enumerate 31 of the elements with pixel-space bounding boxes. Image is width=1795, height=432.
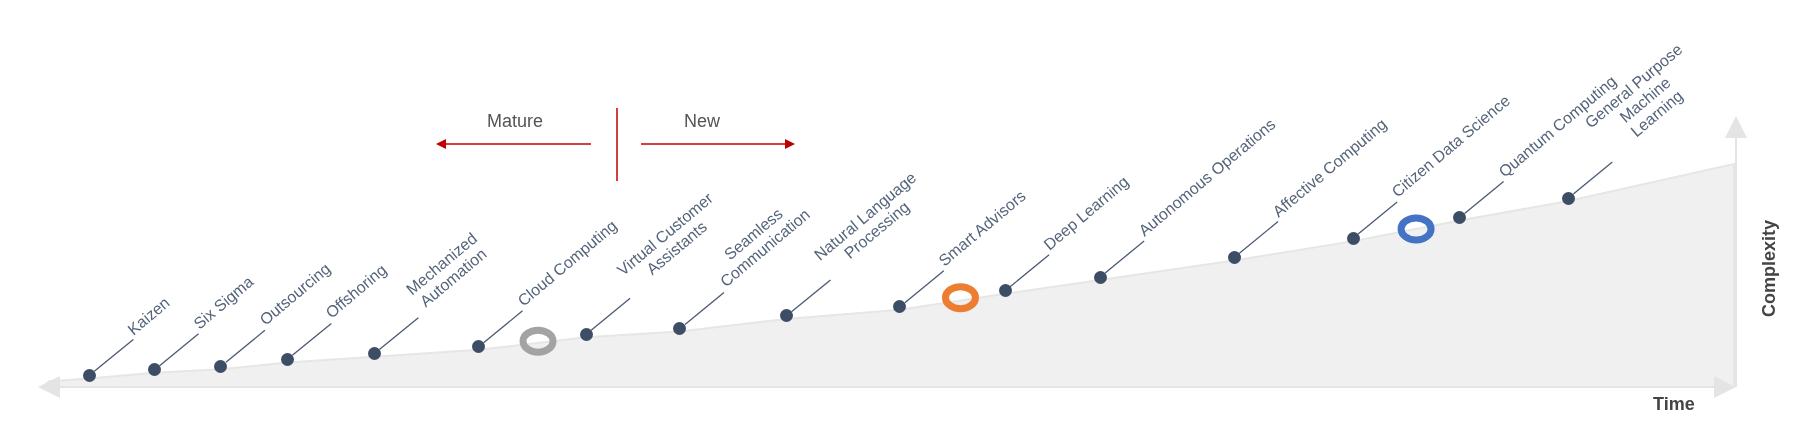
leader-line: [1104, 240, 1145, 274]
milestone-dot: [1093, 270, 1107, 284]
milestone-dot: [1346, 231, 1360, 245]
leader-line: [378, 317, 419, 351]
milestone-dot: [1227, 251, 1241, 265]
milestone-dot: [779, 309, 793, 323]
milestone-dot: [214, 359, 228, 373]
milestone-dot: [1561, 191, 1575, 205]
leader-line: [1238, 220, 1279, 255]
milestone-dot: [998, 284, 1012, 298]
leader-line: [684, 291, 725, 326]
leader-line: [790, 279, 832, 313]
leader-line: [158, 333, 200, 367]
leader-line: [1572, 161, 1613, 195]
milestone-dot: [367, 347, 381, 361]
axis-title: Time: [1653, 393, 1695, 415]
leader-line: [482, 310, 524, 344]
milestone-dot: [579, 327, 593, 341]
leader-line: [225, 329, 266, 363]
direction-label: Mature: [487, 110, 544, 132]
leader-line: [93, 338, 134, 372]
leader-line: [1009, 254, 1050, 288]
axis-title: Complexity: [1758, 219, 1780, 317]
leader-line: [1357, 201, 1398, 235]
direction-label: New: [684, 110, 720, 132]
milestone-dot: [82, 369, 96, 382]
milestone-dot: [280, 352, 294, 366]
leader-line: [590, 297, 631, 331]
leader-line: [904, 270, 945, 304]
leader-line: [291, 322, 332, 356]
leader-line: [1463, 180, 1505, 215]
